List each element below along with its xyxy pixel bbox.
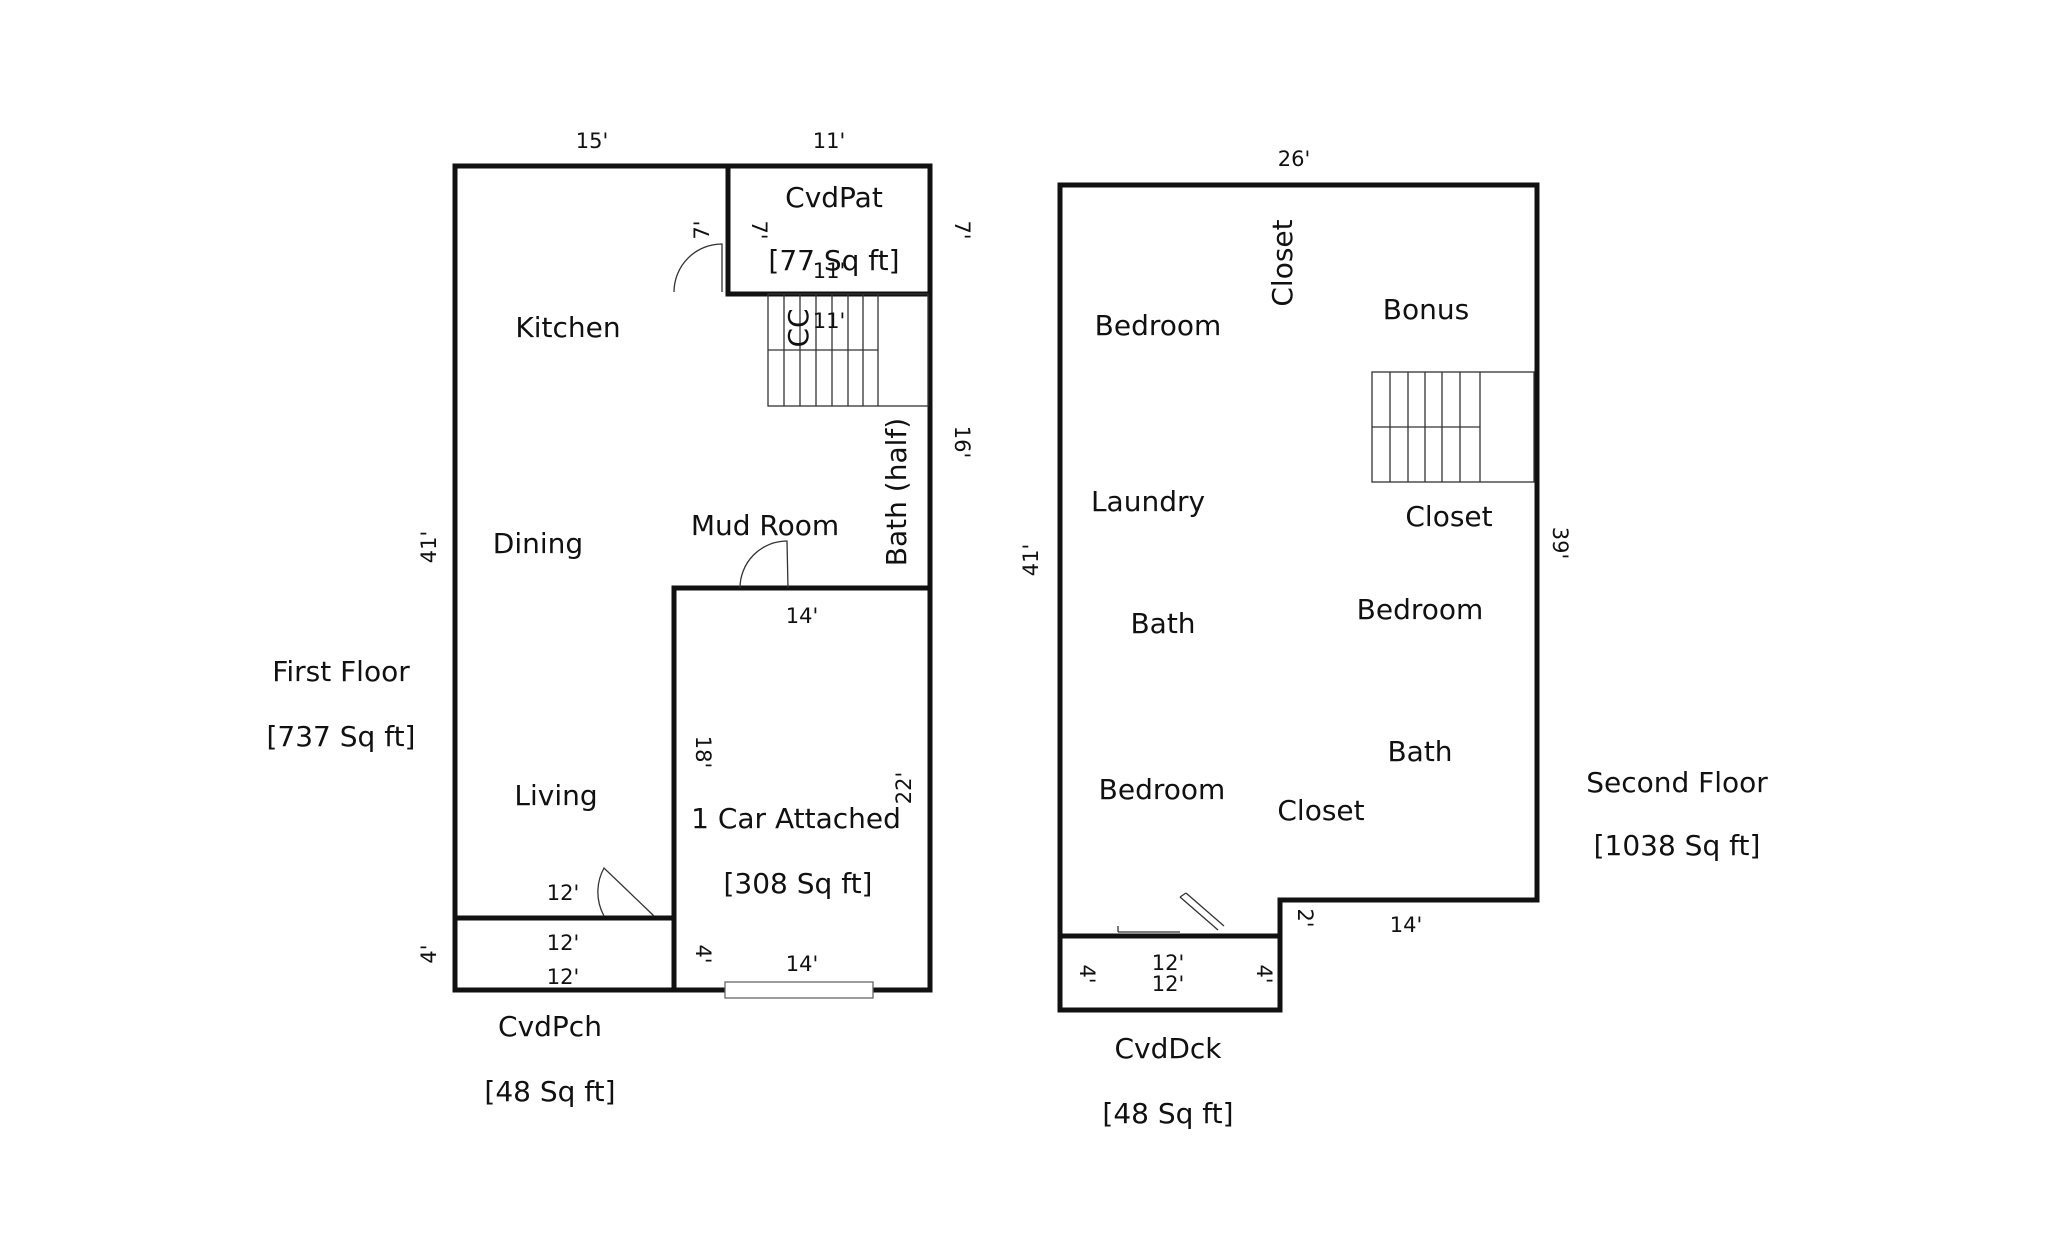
dim-garage-right: 22' [892,772,916,805]
bedroom-bottom-label: Bedroom [1099,773,1226,806]
mudroom-door-swing [739,540,789,589]
first-floor-stairs [767,293,929,407]
first-floor-plan: Kitchen Dining Mud Room Living Bath (hal… [267,129,974,1108]
cvddck-outline [1057,933,1283,1013]
cvdpch-name: CvdPch [498,1010,602,1043]
dim-2f-right: 39' [1548,527,1572,560]
bath-right-label: Bath [1387,735,1452,768]
laundry-label: Laundry [1091,485,1205,518]
dim-left: 41' [417,531,441,564]
closet-top-label: Closet [1266,219,1299,306]
cvdpat-area: [77 Sq ft] [768,244,899,277]
garage-door [724,981,874,999]
dim-2f-bottom-right: 14' [1390,913,1423,937]
dim-deck-left: 4' [1075,964,1099,983]
dim-patio-left: 7' [690,220,714,239]
dim-garage-top: 14' [786,604,819,628]
second-floor-plan: Bedroom Closet Bonus Laundry Closet Bath… [1019,147,1768,1130]
closet-bottom-label: Closet [1277,794,1364,827]
cvdpat-name: CvdPat [785,181,883,214]
garage-name: 1 Car Attached [691,802,901,835]
dim-garage-left: 18' [691,736,715,769]
dim-patio-inner: 7' [747,220,771,239]
dim-patio-bottom: 11' [813,259,846,283]
kitchen-door-swing [673,243,723,293]
living-label: Living [514,779,597,812]
bedroom-right-label: Bedroom [1357,593,1484,626]
cvdpch-area: [48 Sq ft] [484,1075,615,1108]
dim-porch-left: 4' [417,944,441,963]
bonus-label: Bonus [1383,293,1469,326]
second-floor-stairs [1371,371,1535,483]
dim-2f-left: 41' [1019,544,1043,577]
bedroom-top-label: Bedroom [1095,309,1222,342]
mud-room-label: Mud Room [691,509,839,542]
cvddck-area: [48 Sq ft] [1102,1097,1233,1130]
dining-label: Dining [493,527,583,560]
dim-top-left: 15' [576,129,609,153]
dim-deck-bottom: 12' [1152,972,1185,996]
bath-left-label: Bath [1130,607,1195,640]
kitchen-label: Kitchen [515,311,620,344]
bath-half-label: Bath (half) [880,418,913,566]
second-floor-area: [1038 Sq ft] [1594,829,1761,862]
deck-sliding-door [1117,892,1225,933]
cc-label: CC [782,308,815,347]
living-door-swing [597,866,655,917]
dim-porch-bottom: 12' [547,965,580,989]
dim-right-middle: 16' [950,426,974,459]
dim-deck-right: 4' [1252,964,1276,983]
first-floor-area: [737 Sq ft] [267,720,416,753]
dim-stair-top: 11' [813,309,846,333]
dim-right-upper: 7' [950,220,974,239]
first-floor-title: First Floor [272,655,410,688]
dim-porch-right: 4' [691,944,715,963]
dim-2f-top: 26' [1278,147,1311,171]
garage-area: [308 Sq ft] [724,867,873,900]
dim-2f-notch: 2' [1293,908,1317,927]
dim-deck-top: 12' [1152,951,1185,975]
dim-porch-top-inner: 12' [547,931,580,955]
second-floor-title: Second Floor [1586,766,1768,799]
dim-garage-bottom: 14' [786,952,819,976]
closet-right-label: Closet [1405,500,1492,533]
dim-porch-top-outer: 12' [547,881,580,905]
cvddck-name: CvdDck [1114,1032,1222,1065]
dim-top-right: 11' [813,129,846,153]
